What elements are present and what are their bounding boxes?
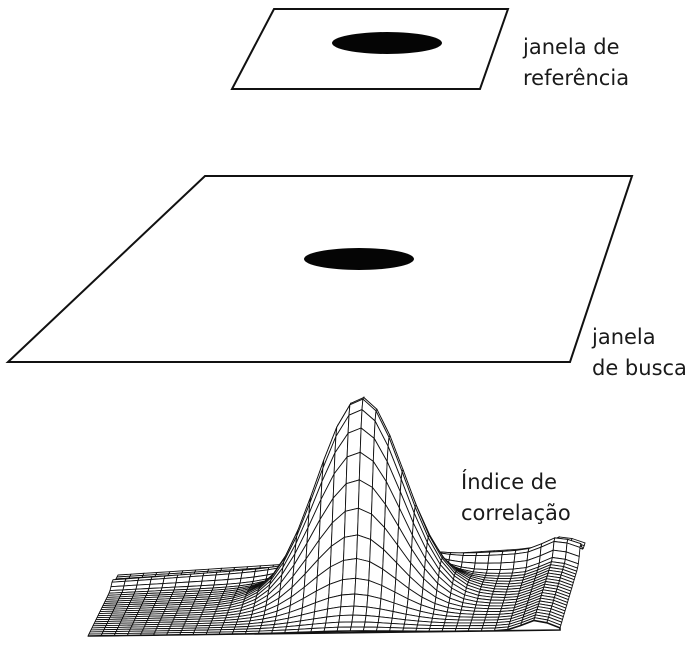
mesh-cell — [352, 605, 368, 616]
correlation-index-label: Índice de correlação — [461, 467, 571, 529]
reference-window-label-line1: janela de — [523, 35, 620, 59]
mesh-cell — [353, 593, 369, 608]
mesh-cell — [341, 577, 357, 596]
search-window-label-line2: de busca — [592, 356, 687, 380]
mesh-cell — [351, 614, 367, 623]
mesh-cell — [350, 621, 366, 628]
search-window-label-line1: janela — [592, 325, 656, 349]
mesh-cell — [363, 621, 379, 628]
mesh-cell — [344, 479, 360, 512]
mesh-cell — [500, 553, 516, 564]
mesh-cell — [338, 614, 354, 623]
mesh-cell — [345, 451, 361, 485]
search-target-blob — [304, 248, 414, 270]
mesh-cell — [354, 577, 370, 596]
mesh-cell — [355, 557, 371, 581]
mesh-cell — [499, 561, 515, 571]
reference-target-blob — [332, 32, 442, 54]
mesh-cell — [337, 621, 353, 628]
reference-window-label: janela de referência — [523, 32, 629, 94]
correlation-surface-mesh — [87, 396, 586, 637]
mesh-cell — [365, 606, 381, 618]
mesh-cell — [339, 605, 355, 617]
mesh-cell — [487, 554, 503, 564]
correlation-index-label-line1: Índice de — [461, 470, 558, 494]
search-window-label: janela de busca — [592, 322, 687, 384]
mesh-base-edge — [87, 619, 561, 637]
mesh-cell — [486, 562, 502, 571]
mesh-cell — [343, 507, 359, 538]
mesh-cell — [343, 534, 358, 561]
mesh-cell — [342, 557, 358, 581]
mesh-cell — [356, 534, 372, 563]
search-window-plane — [5, 175, 634, 363]
reference-window-label-line2: referência — [523, 66, 630, 90]
correlation-index-label-line2: correlação — [461, 501, 571, 525]
mesh-cell — [357, 507, 372, 541]
mesh-cell — [364, 615, 380, 624]
mesh-cell — [340, 593, 356, 608]
mesh-cell — [474, 554, 490, 564]
